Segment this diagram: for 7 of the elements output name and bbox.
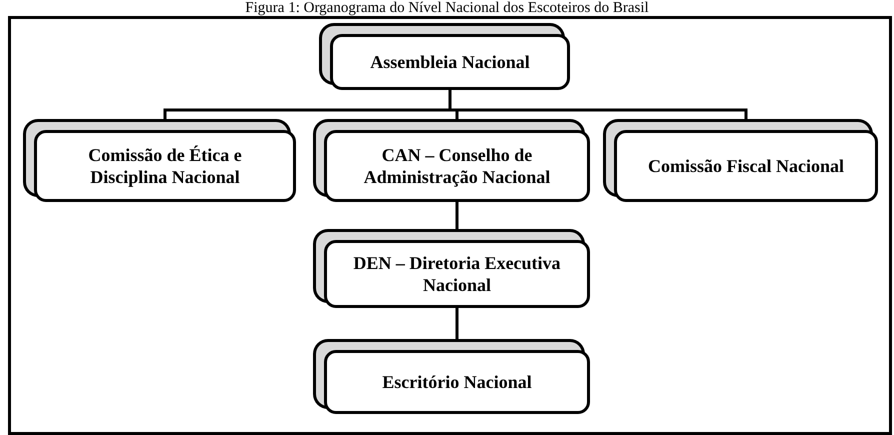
box-label: CAN – Conselho de Administração Nacional <box>362 144 552 188</box>
figure-title: Figura 1: Organograma do Nível Nacional dos Escoteiros do Brasil <box>244 0 650 16</box>
box-label: Assembleia Nacional <box>370 51 530 73</box>
box-label: Comissão Fiscal Nacional <box>648 155 844 177</box>
box-label: Comissão de Ética e Disciplina Nacional <box>87 144 243 188</box>
box-label: DEN – Diretoria Executiva Nacional <box>352 252 562 296</box>
box-label: Escritório Nacional <box>382 371 532 393</box>
